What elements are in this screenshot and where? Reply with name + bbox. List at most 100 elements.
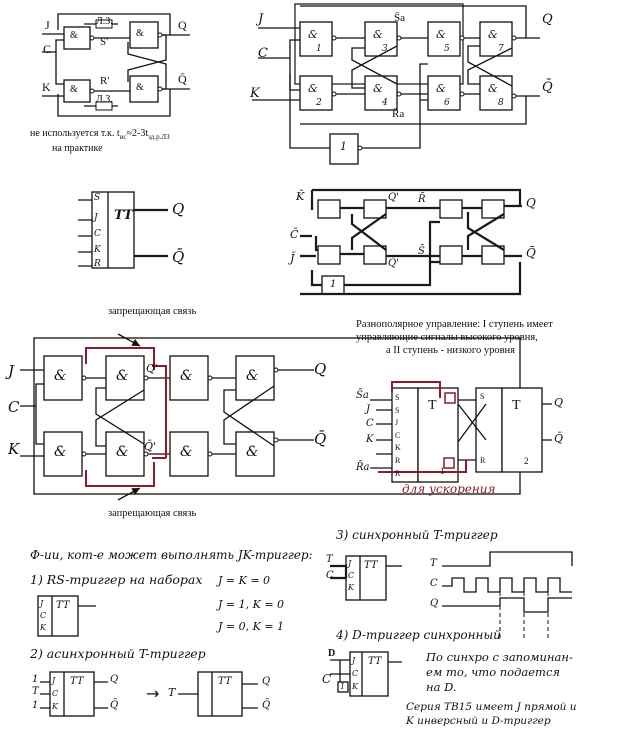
d2-gate-label: &	[373, 28, 383, 41]
d4-input-cbar: C̄	[290, 228, 299, 241]
d7-eq1: J = K = 0	[218, 574, 271, 587]
d6-input-ra: R̄a	[356, 462, 370, 473]
d1-input-k: K	[42, 80, 51, 94]
d2-gate-num: 4	[382, 98, 388, 108]
d1-gate	[129, 21, 159, 49]
d2-gate-num: 1	[316, 44, 322, 54]
d5-top-note: запрещающая связь	[108, 306, 197, 317]
d3-tt-label: TT	[114, 208, 133, 223]
d7-out-q: Q	[110, 674, 119, 685]
t-signal	[442, 551, 573, 567]
d3-pin-c: C	[94, 229, 101, 239]
d7-tt-label: TT	[70, 676, 84, 687]
d3-output-q: Q	[172, 200, 185, 218]
d4-input-jbar: J̄	[290, 252, 295, 265]
jk-delay-diagram	[42, 13, 190, 117]
d3-pin-k: K	[94, 245, 101, 255]
d7-eq2: J = 1, K = 0	[218, 598, 285, 611]
d6-output-q: Q	[554, 396, 564, 409]
d6-input-k: K	[366, 434, 374, 445]
d8-item3: 3) синхронный T-триггер	[336, 528, 498, 542]
d8-sig-t: T	[430, 558, 437, 569]
d5-gate-label: &	[246, 444, 259, 460]
d7-out-q2: Q	[262, 676, 271, 687]
d8-t-in: T	[326, 554, 333, 565]
arrow-right-icon: →	[146, 684, 160, 703]
d5-gate-label: &	[54, 444, 67, 460]
jk-handwritten-diagram	[20, 333, 521, 501]
d1-gate-label: &	[136, 82, 144, 93]
d8-tt-label2: TT	[368, 656, 382, 667]
d2-gate-num: 7	[498, 44, 504, 54]
d5-gate-label: &	[116, 368, 129, 384]
d5-gate-label: &	[246, 368, 259, 384]
d3-pin-r: R	[94, 259, 101, 269]
d4-output-qbar: Q̄	[526, 246, 536, 260]
d8-note: По синхро с запоминан-ем то, что подаетс…	[426, 650, 573, 694]
d1-r-prime: R'	[100, 75, 110, 87]
d2-gate-num: 5	[444, 44, 450, 54]
d5-output-qbar: Q̄	[314, 430, 327, 448]
d2-gate-label: &	[488, 28, 498, 41]
d3-pin-s: S	[94, 193, 101, 203]
sync-diagram	[330, 551, 573, 697]
d8-c-in: C	[326, 570, 334, 581]
d2-gate-num: 2	[316, 98, 322, 108]
d6-input-c: C	[366, 418, 374, 429]
d7-eq3: J = 0, K = 1	[218, 620, 285, 633]
d5-gate-label: &	[180, 368, 193, 384]
d2-input-j: J	[258, 12, 264, 27]
d2-gate-num: 8	[498, 98, 504, 108]
d2-or-gate-label: 1	[340, 140, 347, 153]
d7-tt-label: TT	[218, 676, 232, 687]
d2-input-k: K	[250, 86, 260, 101]
d8-tt-label: TT	[364, 560, 378, 571]
d1-gate	[129, 75, 159, 103]
d4-qprime: Q'	[388, 192, 399, 203]
d2-gate-label: &	[488, 82, 498, 95]
d7-t-in2: T	[168, 686, 176, 699]
d6-input-sa: S̄a	[356, 390, 369, 401]
d8-d-label: D	[328, 648, 336, 659]
d7-heading: Ф-ии, кот-е может выполнять JK-триггер:	[30, 548, 313, 562]
d5-input-j: J	[8, 362, 15, 380]
d1-output-qbar: Q̄	[178, 72, 187, 86]
d6-block-t2: T	[512, 398, 521, 413]
d6-pin-s: S	[480, 392, 485, 401]
d2-output-q: Q	[542, 12, 553, 27]
d3-pin-j: J	[94, 213, 98, 223]
d4-qbarprime: Q̄'	[388, 258, 399, 269]
d4-rbar: R̄	[418, 194, 426, 205]
d4-output-q: Q	[526, 196, 536, 210]
d6-red-caption: для ускорения	[402, 482, 496, 496]
d7-out-qbar: Q̄	[110, 700, 119, 711]
d8-item4: 4) D-триггер синхронный	[336, 628, 501, 642]
d2-ra-label: R̄a	[392, 108, 405, 120]
jk-bold-diagram	[300, 188, 522, 296]
d1-s-prime: S'	[100, 36, 109, 48]
d2-gate-label: &	[436, 28, 446, 41]
d4-sbar: S̄	[418, 246, 425, 257]
d7-out-qbar2: Q̄	[262, 700, 271, 711]
d6-block-t1: T	[428, 398, 437, 413]
d6-input-j: J	[366, 404, 371, 415]
d7-item1: 1) RS-триггер на наборах	[30, 572, 203, 587]
d3-output-qbar: Q̄	[172, 248, 185, 266]
d5-gate-label: &	[54, 368, 67, 384]
d2-gate-num: 6	[444, 98, 450, 108]
d8-c-label: C	[322, 672, 332, 686]
d5-qprime: Q'	[146, 362, 159, 375]
d7-one-top: 1	[32, 674, 39, 685]
d2-gate-num: 3	[382, 44, 388, 54]
q-signal	[442, 597, 572, 613]
d6-title: Разнополярное управление: I ступень имее…	[356, 319, 553, 356]
d2-gate-label: &	[436, 82, 446, 95]
functions-diagram	[37, 595, 258, 717]
d7-tt-label: TT	[56, 600, 70, 611]
d5-gate-label: &	[116, 444, 129, 460]
d1-gate-label: &	[70, 30, 78, 41]
